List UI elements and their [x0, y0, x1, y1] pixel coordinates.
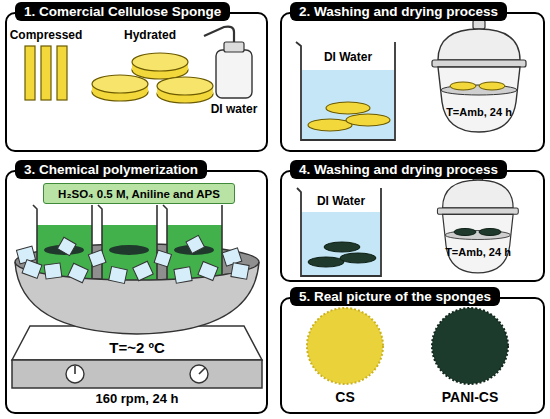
- annotation-label: DI Water: [324, 50, 372, 64]
- annotation-label: Compressed: [10, 28, 83, 42]
- annotation-label: 160 rpm, 24 h: [95, 391, 178, 406]
- annotation-label: PANI-CS: [442, 389, 499, 405]
- annotation-label: T=Amb, 24 h: [446, 106, 512, 118]
- panel-title: 1. Comercial Cellulose Sponge: [15, 2, 230, 21]
- panel-title: 3. Chemical polymerization: [15, 160, 207, 179]
- annotation-label: CS: [335, 389, 354, 405]
- annotation-label: T=~2 ºC: [109, 339, 165, 356]
- annotation-label: DI water: [211, 102, 258, 116]
- annotation-label: DI Water: [317, 194, 365, 208]
- reagent-text: H₂SO₄ 0.5 M, Aniline and APS: [58, 188, 220, 200]
- reagent-label: H₂SO₄ 0.5 M, Aniline and APS: [43, 183, 235, 204]
- panel-title: 5. Real picture of the sponges: [290, 287, 500, 306]
- panel-title: 2. Washing and drying process: [290, 2, 507, 21]
- annotation-label: Hydrated: [124, 28, 176, 42]
- annotation-label: T=Amb, 24 h: [445, 246, 511, 258]
- panel-title: 4. Washing and drying process: [290, 160, 507, 179]
